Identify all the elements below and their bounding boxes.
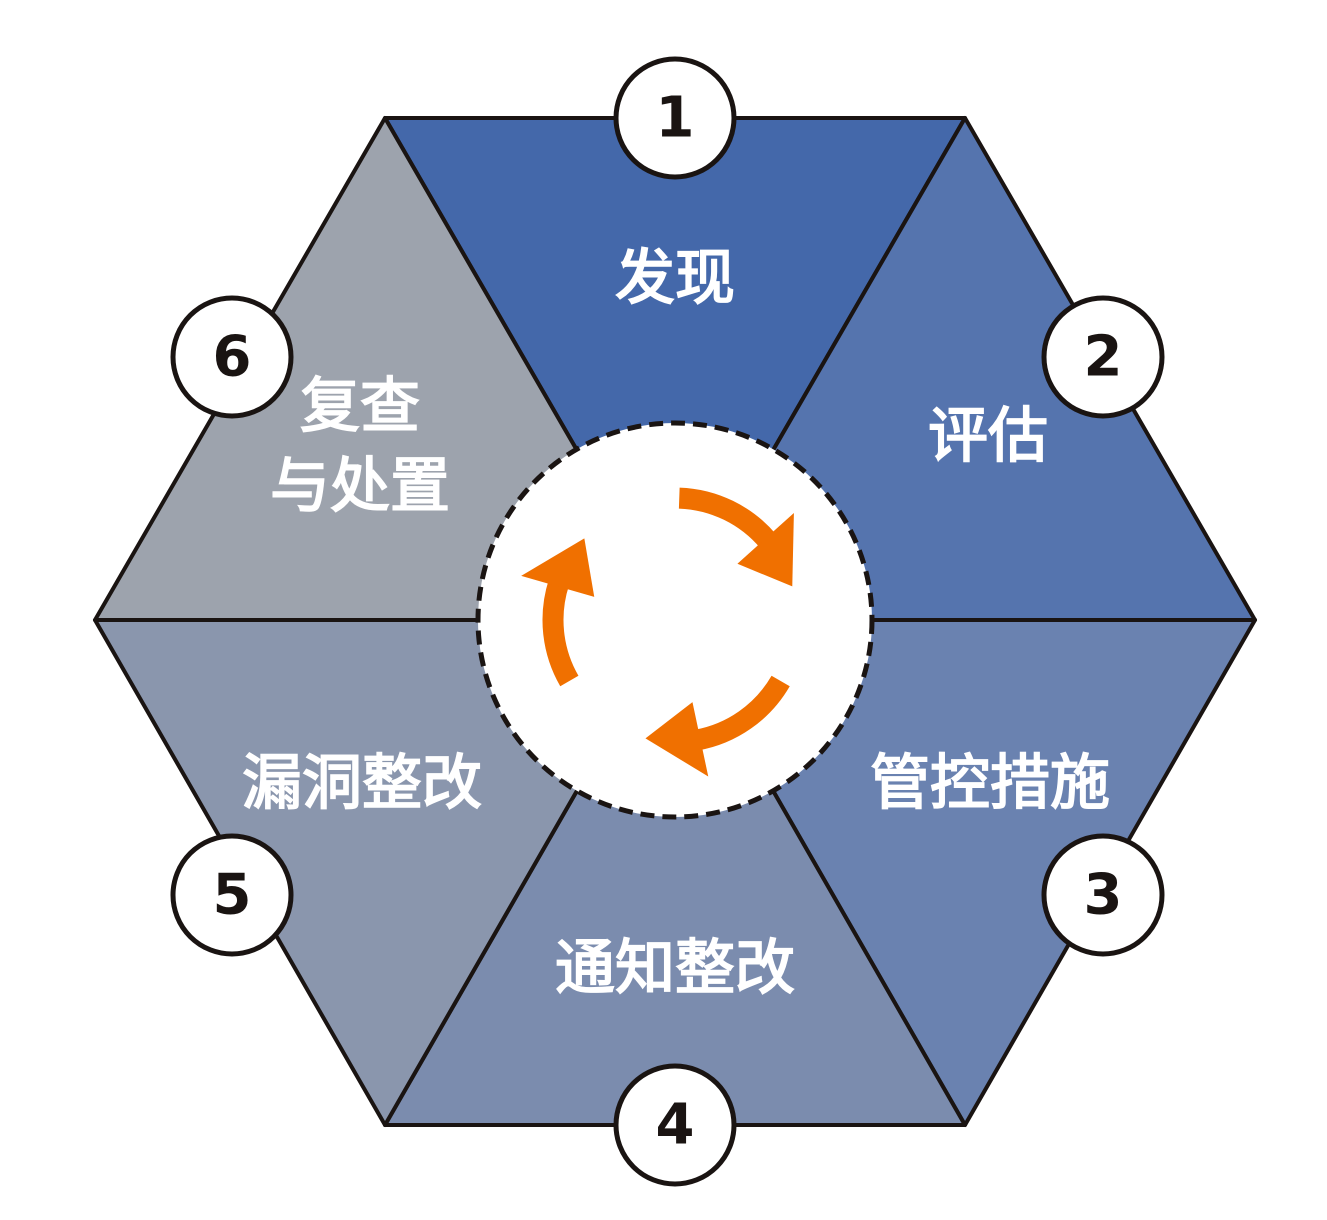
cycle-arrows: [521, 487, 794, 777]
step-number-3: 3: [1084, 863, 1123, 928]
label-evaluate: 评估: [928, 402, 1048, 472]
arrow-head-2: [645, 702, 709, 777]
arrow-arc-3: [542, 579, 579, 687]
arrow-head-3: [521, 538, 595, 597]
center-circle: [475, 420, 875, 820]
arrow-head-1: [737, 512, 794, 587]
label-vulnerability-fix: 漏洞整改: [242, 749, 482, 819]
step-number-5: 5: [213, 863, 252, 928]
arrow-arc-2: [694, 675, 790, 751]
step-badge-3: [1041, 833, 1165, 957]
label-review-line2: 与处置: [270, 452, 450, 522]
step-badge-5: [170, 833, 294, 957]
step-badge-1: [613, 56, 737, 180]
label-notify-rectify: 通知整改: [555, 934, 795, 1004]
step-number-2: 2: [1084, 325, 1123, 390]
step-badge-6: [170, 295, 294, 419]
step-number-6: 6: [213, 325, 252, 390]
label-review-line1: 复查: [300, 372, 420, 442]
step-number-4: 4: [656, 1093, 695, 1158]
step-badge-2: [1041, 295, 1165, 419]
step-number-1: 1: [656, 86, 695, 151]
step-badge-4: [613, 1063, 737, 1187]
label-control-measures: 管控措施: [870, 749, 1110, 819]
label-discover: 发现: [615, 244, 735, 314]
arrow-arc-1: [678, 487, 777, 549]
